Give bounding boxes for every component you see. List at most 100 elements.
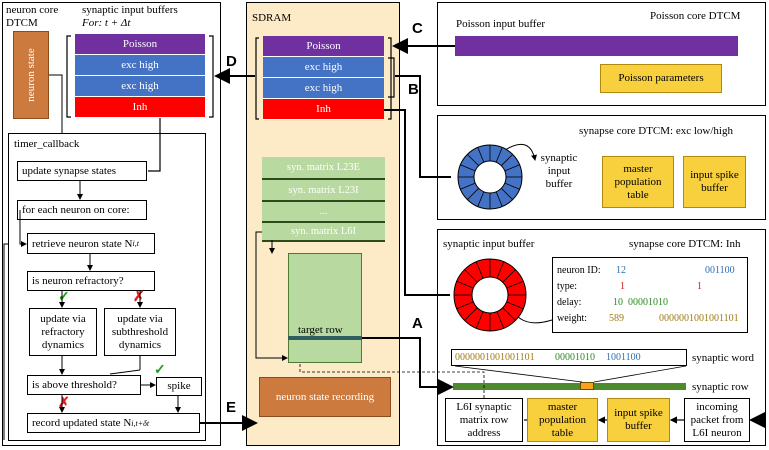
synaptic-word-part-b1: 00001010: [555, 352, 595, 363]
syn-matrix-l6i: syn. matrix L6I: [262, 223, 385, 242]
field-label-delay: delay:: [557, 297, 582, 308]
spike-step: spike: [156, 377, 202, 396]
ring-segment-divider: [477, 147, 485, 163]
neuron-core-title-2: DTCM: [6, 17, 38, 29]
buffer-inh: Inh: [75, 97, 205, 118]
ring-segment-divider: [467, 154, 479, 166]
poisson-input-buffer: [455, 36, 738, 56]
refractory-question: is neuron refractory?: [27, 271, 155, 291]
field-a-type: 1: [620, 281, 625, 292]
ring-segment-divider: [506, 301, 524, 310]
buffer-poisson: Poisson: [75, 34, 205, 55]
ring-segment-divider: [495, 191, 503, 207]
exc-master-table: master population table: [602, 156, 674, 208]
synaptic-word-fields: [552, 257, 748, 333]
target-row-label: target row: [298, 324, 343, 336]
arrow-label-e: E: [226, 399, 237, 416]
ring-segment-divider: [495, 147, 503, 163]
poisson-core-title: Poisson core DTCM: [650, 10, 741, 22]
update-synapse-step: update synapse states: [17, 161, 147, 181]
exc-spike-buffer: input spike buffer: [683, 156, 746, 208]
inh-spike-buffer: input spike buffer: [607, 398, 670, 442]
buffer-exc-high-2: exc high: [75, 76, 205, 97]
exc-core-title: synapse core DTCM: exc low/high: [579, 125, 733, 137]
sdram-exc-high-1: exc high: [263, 57, 384, 78]
input-buffers-subtitle: For: t + Δt: [82, 17, 131, 29]
ring-segment-divider: [501, 154, 513, 166]
syn-matrix-l23i: syn. matrix L23I: [262, 180, 385, 202]
ring-segment-divider: [475, 261, 484, 279]
threshold-question: is above threshold?: [27, 375, 141, 395]
field-label-type: type:: [557, 281, 577, 292]
poisson-input-buffer-label: Poisson input buffer: [456, 18, 546, 30]
retrieve-sub: i,t: [132, 239, 139, 248]
field-b-weight: 0000001001001101: [659, 313, 739, 324]
incoming-packet: incoming packet from L6I neuron: [684, 398, 750, 442]
field-a-delay: 10: [613, 297, 623, 308]
arrow-label-b: B: [408, 81, 419, 98]
timer-callback-title: timer_callback: [14, 138, 80, 150]
sdram-exc-high-2: exc high: [263, 78, 384, 99]
retrieve-text: retrieve neuron state N: [32, 237, 133, 250]
synaptic-word-part-a: 0000001001001101: [455, 352, 535, 363]
inh-ring-title: synaptic input buffer: [443, 238, 535, 250]
cross-mark-1: ✗: [133, 290, 145, 305]
ring-segment-divider: [464, 307, 478, 321]
neuron-core-title: neuron core: [6, 4, 59, 16]
field-a-weight: 589: [609, 313, 624, 324]
synaptic-row-bar: [453, 383, 686, 390]
inh-ring-buffer: [453, 258, 527, 332]
synaptic-word-box: [451, 349, 687, 366]
poisson-parameters: Poisson parameters: [600, 64, 722, 93]
ring-segment-divider: [506, 280, 524, 289]
exc-ring-label: synaptic input buffer: [540, 151, 578, 190]
ring-segment-divider: [496, 261, 505, 279]
sdram-poisson: Poisson: [263, 36, 384, 57]
ring-segment-divider: [504, 182, 520, 190]
l6i-row-address: L6I synaptic matrix row address: [445, 398, 523, 442]
arrow-label-d: D: [226, 53, 237, 70]
ring-segment-divider: [460, 182, 476, 190]
synaptic-row-marker: [580, 382, 594, 390]
update-subthreshold-step: update via subthreshold dynamics: [104, 308, 176, 356]
sdram-title: SDRAM: [252, 12, 292, 24]
ring-segment-divider: [496, 311, 505, 329]
ring-segment-divider: [502, 307, 516, 321]
inh-core-title: synapse core DTCM: Inh: [629, 238, 741, 250]
ring-segment-divider: [456, 280, 474, 289]
field-b-neuron-id: 001100: [705, 265, 735, 276]
neuron-state-recording: neuron state recording: [259, 377, 391, 417]
synaptic-row-label: synaptic row: [692, 381, 749, 393]
field-label-weight: weight:: [557, 313, 587, 324]
inh-master-table: master population table: [527, 398, 598, 442]
arrow-label-a: A: [412, 315, 423, 332]
record-text: record updated state N: [32, 417, 132, 429]
input-buffers-title: synaptic input buffers: [82, 4, 178, 16]
check-mark-2: ✓: [154, 363, 166, 378]
for-each-step: for each neuron on core:: [17, 200, 147, 220]
buffer-exc-high-1: exc high: [75, 55, 205, 76]
ring-segment-divider: [501, 188, 513, 200]
ring-segment-divider: [464, 269, 478, 283]
ring-segment-divider: [475, 311, 484, 329]
record-sub: i,t+δt: [131, 418, 150, 428]
check-mark-1: ✓: [58, 290, 70, 305]
field-b-delay: 00001010: [628, 297, 668, 308]
field-label-neuron-id: neuron ID:: [557, 265, 601, 276]
ring-segment-divider: [504, 164, 520, 172]
ring-segment-divider: [460, 164, 476, 172]
target-row-bar: [288, 336, 362, 340]
ring-segment-divider: [456, 301, 474, 310]
neuron-state-block: [13, 31, 49, 119]
arrow-label-c: C: [412, 20, 423, 37]
field-b-type: 1: [697, 281, 702, 292]
cross-mark-3: ✗: [58, 396, 70, 411]
synaptic-word-label: synaptic word: [692, 352, 755, 364]
target-matrix-block: [288, 253, 362, 363]
sdram-inh: Inh: [263, 99, 384, 120]
ring-segment-divider: [502, 269, 516, 283]
syn-matrix-ellipsis: ...: [262, 202, 385, 223]
